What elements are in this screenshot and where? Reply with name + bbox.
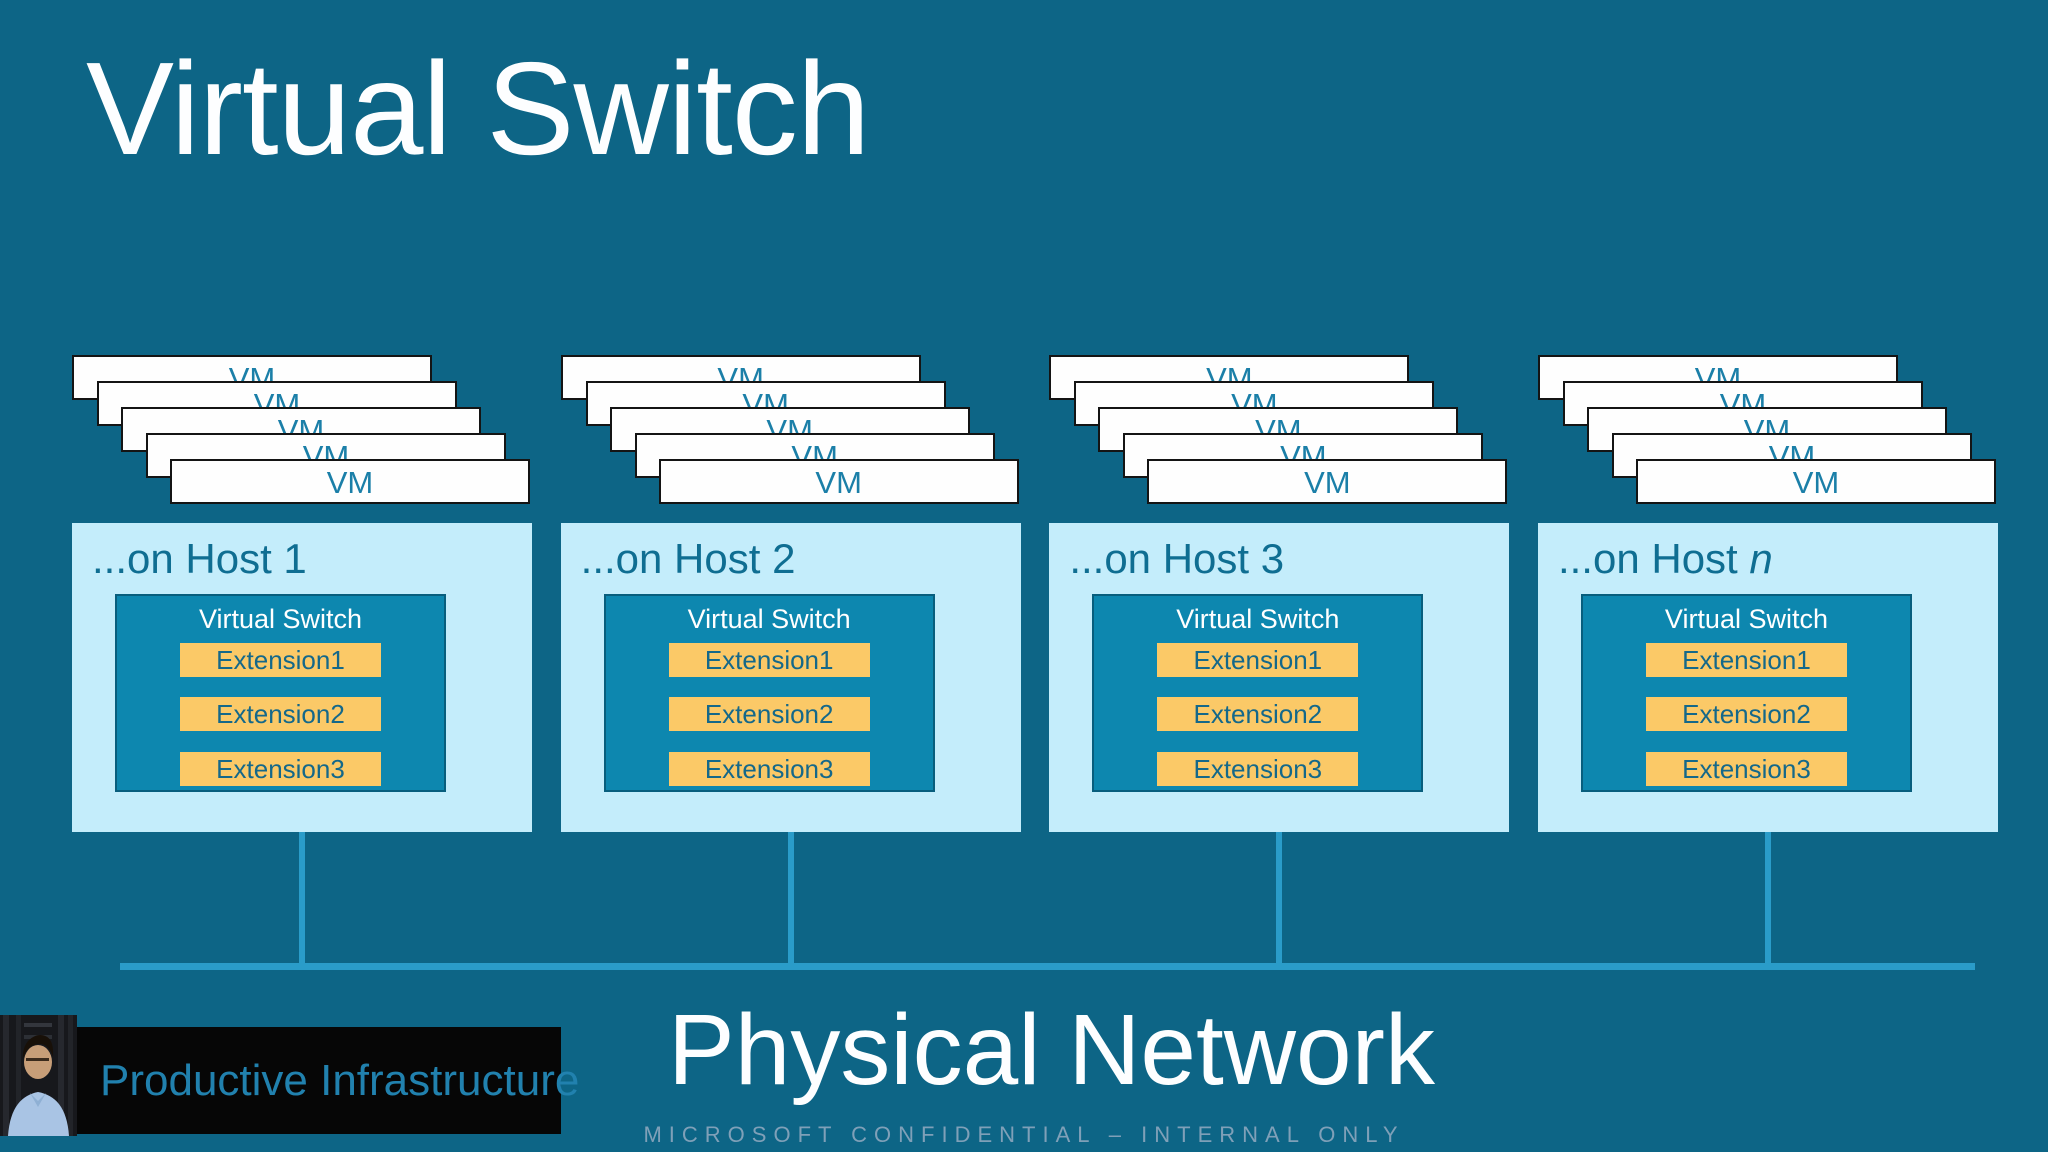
- virtual-switch-box: Virtual Switch Extension1 Extension2 Ext…: [1580, 594, 1912, 792]
- badge-label: Productive Infrastructure: [100, 1055, 580, 1105]
- vm-stack: VM VM VM VM VM: [72, 355, 532, 523]
- extension-bar-1: Extension1: [1645, 643, 1847, 677]
- virtual-switch-box: Virtual Switch Extension1 Extension2 Ext…: [603, 594, 935, 792]
- host-box-n: ...on Host n Virtual Switch Extension1 E…: [1537, 523, 1998, 832]
- host-label-suffix: 1: [283, 535, 307, 582]
- extension-bar-1: Extension1: [1157, 643, 1359, 677]
- extension-bar-3: Extension3: [1645, 752, 1847, 786]
- physical-network-label: Physical Network: [668, 994, 1435, 1106]
- extension-bar-2: Extension2: [1157, 697, 1359, 731]
- vm-card: VM: [1147, 459, 1508, 504]
- vm-label: VM: [1304, 464, 1351, 500]
- vm-stack: VM VM VM VM VM: [560, 355, 1021, 523]
- extension-bar-3: Extension3: [180, 752, 381, 786]
- vm-stack: VM VM VM VM VM: [1537, 355, 1998, 523]
- vm-card: VM: [658, 459, 1019, 504]
- extension-bar-3: Extension3: [668, 752, 870, 786]
- presenter-avatar-icon: [0, 1015, 77, 1136]
- extension-bar-2: Extension2: [668, 697, 870, 731]
- host-group-3: VM VM VM VM VM ...on Host 3 Virtual Swit…: [1049, 355, 1510, 970]
- extension-bar-3: Extension3: [1157, 752, 1359, 786]
- connector-line: [1276, 832, 1283, 970]
- vm-label: VM: [326, 464, 374, 500]
- host-label: ...on Host 3: [1069, 535, 1284, 583]
- connector-line: [1764, 832, 1771, 970]
- host-group-n: VM VM VM VM VM ...on Host n Virtual Swit…: [1537, 355, 1998, 970]
- host-group-1: VM VM VM VM VM ...on Host 1 Virtual Swit…: [72, 355, 532, 970]
- vm-stack: VM VM VM VM VM: [1049, 355, 1509, 523]
- host-label-prefix: ...on Host: [580, 535, 773, 582]
- host-label-prefix: ...on Host: [1557, 535, 1750, 582]
- virtual-switch-label: Virtual Switch: [1176, 604, 1340, 634]
- host-label-prefix: ...on Host: [92, 535, 284, 582]
- virtual-switch-label: Virtual Switch: [687, 604, 851, 634]
- confidential-footer: MICROSOFT CONFIDENTIAL – INTERNAL ONLY: [643, 1122, 1405, 1147]
- virtual-switch-box: Virtual Switch Extension1 Extension2 Ext…: [115, 594, 446, 792]
- virtual-switch-label: Virtual Switch: [1664, 604, 1828, 634]
- host-box-3: ...on Host 3 Virtual Switch Extension1 E…: [1049, 523, 1510, 832]
- vm-label: VM: [815, 464, 862, 500]
- host-label-suffix: 2: [772, 535, 796, 582]
- slide-title: Virtual Switch: [86, 35, 870, 182]
- extension-bar-1: Extension1: [180, 643, 381, 677]
- host-label-suffix: 3: [1260, 535, 1285, 582]
- host-label: ...on Host 2: [581, 535, 796, 583]
- presenter-video[interactable]: [0, 1015, 77, 1136]
- host-label: ...on Host 1: [92, 535, 307, 583]
- vm-label: VM: [1792, 464, 1840, 500]
- physical-network-line: [120, 963, 1975, 970]
- host-groups: VM VM VM VM VM ...on Host 1 Virtual Swit…: [72, 355, 1998, 970]
- virtual-switch-box: Virtual Switch Extension1 Extension2 Ext…: [1092, 594, 1424, 792]
- host-label-suffix: n: [1749, 535, 1773, 582]
- vm-card: VM: [170, 459, 530, 504]
- host-label-prefix: ...on Host: [1069, 535, 1261, 582]
- host-box-1: ...on Host 1 Virtual Switch Extension1 E…: [72, 523, 532, 832]
- virtual-switch-label: Virtual Switch: [198, 604, 363, 634]
- connector-line: [299, 832, 305, 970]
- host-label: ...on Host n: [1558, 535, 1773, 583]
- extension-bar-2: Extension2: [180, 697, 381, 731]
- vm-card: VM: [1635, 459, 1996, 504]
- host-box-2: ...on Host 2 Virtual Switch Extension1 E…: [560, 523, 1021, 832]
- badge-bar: Productive Infrastructure: [70, 1027, 579, 1134]
- extension-bar-2: Extension2: [1645, 697, 1847, 731]
- host-group-2: VM VM VM VM VM ...on Host 2 Virtual Swit…: [560, 355, 1021, 970]
- extension-bar-1: Extension1: [668, 643, 870, 677]
- connector-line: [787, 832, 794, 970]
